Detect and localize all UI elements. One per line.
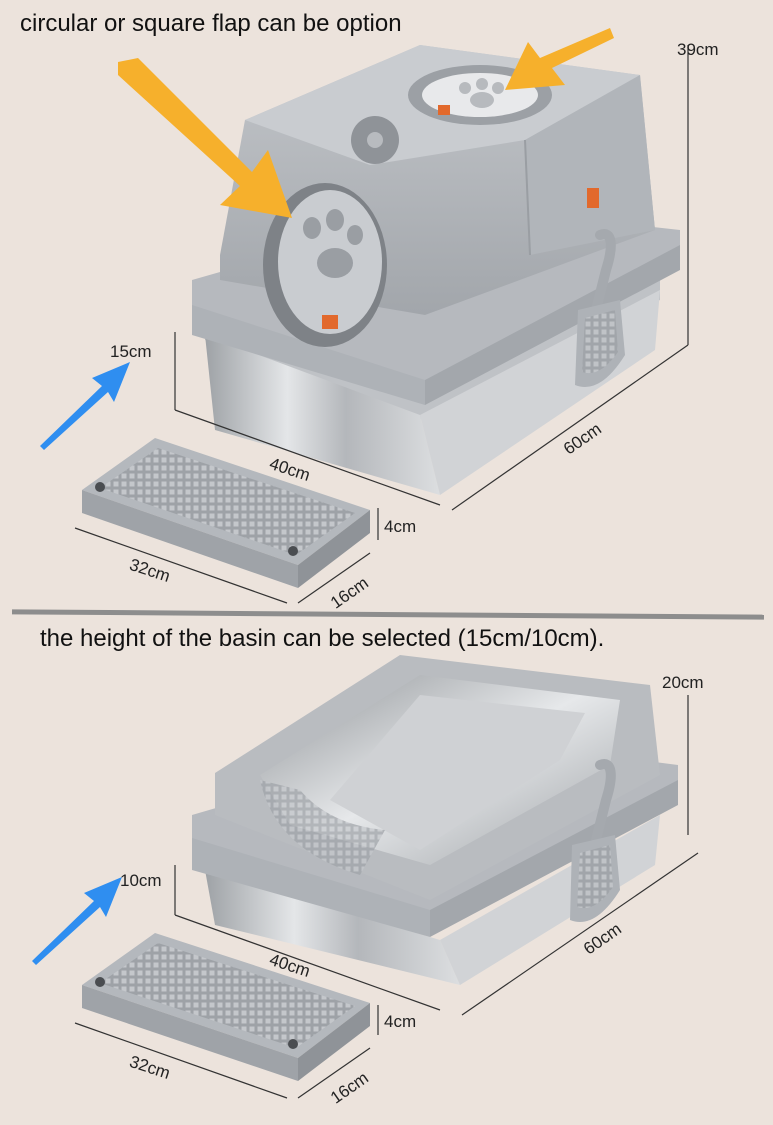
dimension-lines bbox=[74, 695, 699, 1099]
top-flap-latch bbox=[438, 105, 450, 115]
litter-scoop bbox=[575, 229, 625, 387]
tray-walls bbox=[215, 655, 660, 900]
top-panel: circular or square flap can be option bbox=[20, 10, 719, 613]
front-round-door bbox=[263, 183, 387, 347]
basin-height-heading: the height of the basin can be selected … bbox=[40, 625, 605, 652]
blue-arrow bbox=[32, 877, 122, 965]
height-dimension-label: 20cm bbox=[662, 673, 704, 692]
basin-height-dimension-label: 15cm bbox=[110, 342, 152, 361]
flap-option-heading: circular or square flap can be option bbox=[20, 10, 402, 37]
litter-mat bbox=[82, 438, 370, 588]
side-latch bbox=[587, 188, 599, 208]
mat-height-dimension-label: 4cm bbox=[384, 517, 417, 536]
litter-scoop bbox=[570, 759, 620, 922]
height-dimension-label: 39cm bbox=[677, 40, 719, 59]
litter-mat bbox=[82, 933, 370, 1081]
bottom-panel: the height of the basin can be selected … bbox=[0, 625, 773, 1125]
section-divider bbox=[11, 609, 765, 620]
vent-slots bbox=[351, 116, 399, 164]
orange-arrow-left bbox=[118, 58, 292, 218]
orange-arrow-right bbox=[505, 28, 614, 90]
basin-height-dimension-label: 10cm bbox=[120, 871, 162, 890]
covered-litter-box-illustration bbox=[40, 28, 689, 604]
dimension-lines bbox=[74, 45, 689, 604]
door-latch bbox=[322, 315, 338, 329]
mat-height-dimension-label: 4cm bbox=[384, 1012, 417, 1031]
open-litter-box-illustration bbox=[32, 655, 699, 1099]
blue-arrow bbox=[40, 362, 130, 450]
